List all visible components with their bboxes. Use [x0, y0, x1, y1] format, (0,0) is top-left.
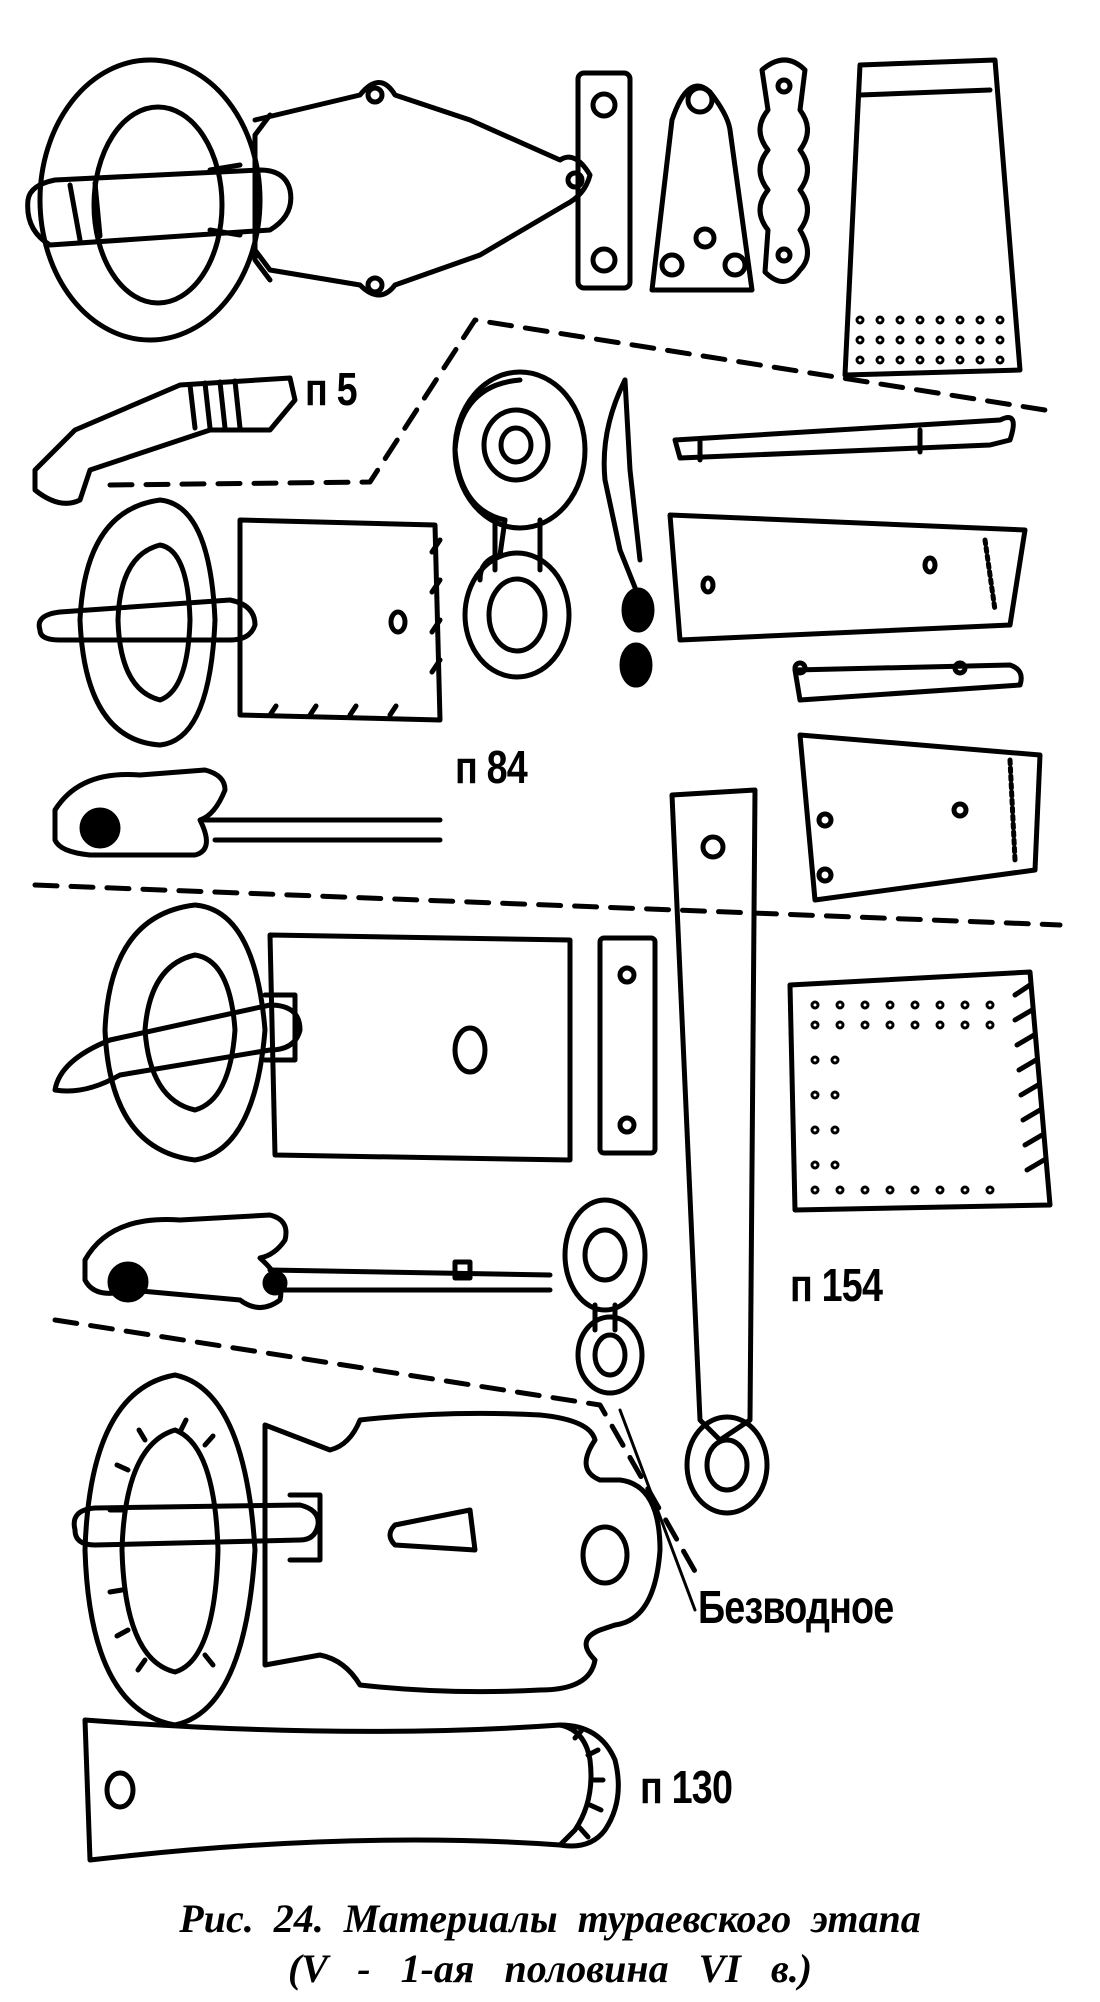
label-n130: п 130 — [640, 1761, 733, 1813]
label-n84: п 84 — [455, 741, 528, 793]
dashed-divider-lower — [55, 1320, 700, 1580]
plate-round-small-with-loop — [565, 1200, 645, 1393]
tongue-side-n154 — [85, 1215, 550, 1308]
plate-dotted — [790, 972, 1050, 1210]
plate-round-with-loop — [455, 372, 585, 677]
strap-wavy — [760, 60, 808, 282]
buckle-bezvodnoe — [74, 1375, 660, 1725]
strap-end-large — [845, 60, 1020, 375]
tongue-side-n84 — [55, 770, 440, 855]
strap-long — [672, 790, 767, 1513]
label-n5: п 5 — [305, 363, 358, 415]
label-bezvodnoe: Безводное — [698, 1581, 894, 1633]
pin-needle — [604, 380, 652, 685]
strap-plate-small — [578, 73, 630, 288]
label-n154: п 154 — [790, 1259, 883, 1311]
rod-lower — [795, 663, 1021, 700]
buckle-tongue-side — [35, 378, 295, 503]
buckle-top-left — [28, 60, 590, 340]
label-leader-line — [620, 1410, 695, 1610]
strap-tip-upper — [670, 515, 1025, 640]
pendant-trapezoid — [652, 86, 752, 290]
buckle-n154 — [55, 905, 570, 1160]
buckle-n84 — [39, 500, 440, 745]
strap-tip-n130 — [85, 1720, 618, 1860]
dashed-divider-middle — [35, 885, 1060, 925]
rod-upper — [675, 418, 1013, 461]
figure-caption-line-2: (V - 1-ая половина VI в.) — [287, 1946, 813, 1991]
plate-small-vertical — [600, 938, 655, 1153]
strap-tip-lower — [800, 735, 1040, 900]
figure-caption-line-1: Рис. 24. Материалы тураевского этапа — [179, 1896, 921, 1941]
dashed-divider-upper — [110, 320, 1045, 485]
